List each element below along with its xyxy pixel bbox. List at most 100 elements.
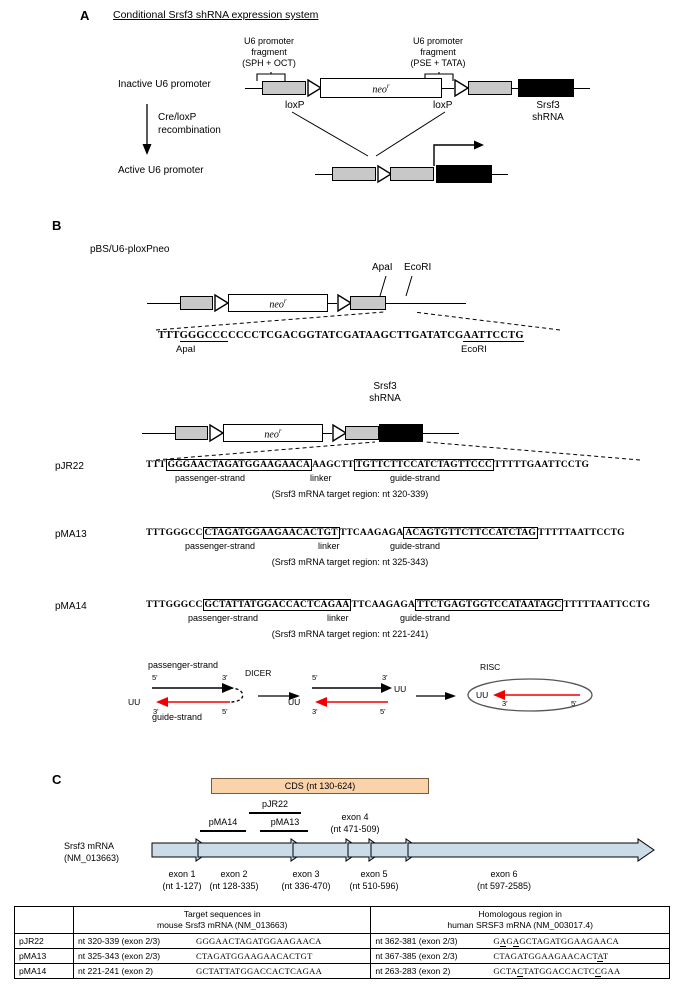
neo-label-b2: neo xyxy=(264,429,279,441)
recombination-arrow-icon xyxy=(142,104,152,155)
active-u6-promoter-label: Active U6 promoter xyxy=(118,165,204,176)
b1-backbone-mid xyxy=(328,303,337,304)
pma14-pre: TTTGGGCC xyxy=(146,600,203,610)
marker-bar-pma13 xyxy=(260,830,308,832)
active-u6-box-left xyxy=(332,167,376,181)
pjr22-post: TTTTTGAATTCCTG xyxy=(494,460,590,470)
mismatch-base: C xyxy=(517,966,524,977)
row1-plasmid: pMA13 xyxy=(14,948,74,964)
row0-human-pos: nt 362-381 (exon 2/3) xyxy=(370,933,490,949)
dicer-pathway-diagram: 5' 3' UU 3' 5' 5' 3' UU UU 3' 5' UU 3' 5… xyxy=(128,673,593,716)
row2-mouse-seq: GCTATTATGGACCACTCAGAA xyxy=(192,963,372,979)
u6-fragment-box-right xyxy=(468,81,512,95)
base-run: GAA xyxy=(601,966,621,976)
exon4-label-line2: (nt 471-509) xyxy=(330,824,380,834)
construct-name-pma14: pMA14 xyxy=(55,601,87,612)
active-loxp-triangle-icon xyxy=(377,164,393,184)
row1-mouse-pos: nt 325-343 (exon 2/3) xyxy=(73,948,192,964)
panel-a-title: Conditional Srsf3 shRNA expression syste… xyxy=(113,9,319,21)
pma13-guide: ACAGTGTTCTTCCATCTAG xyxy=(403,527,539,539)
exon1-range: (nt 1-127) xyxy=(162,881,202,891)
pjr22-linker: AAGCTT xyxy=(312,460,354,470)
backbone-line-right xyxy=(574,88,590,89)
header-mouse-line2: mouse Srsf3 mRNA (NM_013663) xyxy=(156,920,288,930)
exon5-name: exon 5 xyxy=(360,869,388,879)
mcs-ecori-label: EcoRI xyxy=(461,344,487,355)
b1-backbone-right xyxy=(386,303,466,304)
bracket-left-icon xyxy=(256,72,286,81)
b1-u6-box-left xyxy=(180,296,213,310)
svg-text:3': 3' xyxy=(502,699,508,708)
base-run: GCTAGATGGAAGAACA xyxy=(519,936,619,946)
cre-loxp-label-line1: Cre/loxP xyxy=(158,112,197,123)
neo-sup-b1: r xyxy=(283,297,287,305)
header-human-line1: Homologous region in xyxy=(478,909,562,919)
pma13-target-region: (Srsf3 mRNA target region: nt 325-343) xyxy=(271,557,429,567)
neo-box-a: neor xyxy=(320,78,442,98)
u6-fragment-left-line2: fragment xyxy=(251,47,287,57)
table-row: pJR22 nt 320-339 (exon 2/3) GGGAACTAGATG… xyxy=(14,933,671,949)
active-backbone-left xyxy=(315,174,333,175)
row2-plasmid: pMA14 xyxy=(14,963,74,979)
pma13-passenger-label: passenger-strand xyxy=(185,541,256,551)
backbone-line-mid2 xyxy=(512,88,518,89)
mcs-part-2: CCCCTCGACGGTATCGATAAGCTTGATATCG xyxy=(228,330,464,341)
active-backbone-right xyxy=(492,174,508,175)
pma14-post: TTTTTAATTCCTG xyxy=(563,600,651,610)
base-run: CTAGATGGAAGAACACTGT xyxy=(196,951,313,961)
b2-expansion-lines xyxy=(155,441,641,461)
table-row: pMA13 nt 325-343 (exon 2/3) CTAGATGGAAGA… xyxy=(14,948,671,964)
ecori-site-label: EcoRI xyxy=(404,262,432,273)
b1-expansion-lines xyxy=(155,311,561,331)
table-row: pMA14 nt 221-241 (exon 2) GCTATTATGGACCA… xyxy=(14,963,671,979)
pjr22-guide-label: guide-strand xyxy=(390,473,441,483)
mismatch-base: C xyxy=(594,966,601,977)
row1-human-seq: CTAGATGGAAGAACACTAT xyxy=(489,948,671,964)
inactive-u6-promoter-label: Inactive U6 promoter xyxy=(118,79,211,90)
marker-label-pma13: pMA13 xyxy=(270,817,300,827)
plasmid-name-label: pBS/U6-ploxPneo xyxy=(90,244,170,255)
mismatch-base: A xyxy=(499,936,507,947)
homology-table: Target sequences in mouse Srsf3 mRNA (NM… xyxy=(14,906,671,979)
svg-text:5': 5' xyxy=(380,707,386,716)
b2-u6-box-left xyxy=(175,426,208,440)
svg-text:3': 3' xyxy=(312,707,318,716)
row0-human-seq: GAGAGCTAGATGGAAGAACA xyxy=(489,933,671,949)
loxp-triangle-right-icon xyxy=(454,78,470,98)
base-run: TATGGACCACTC xyxy=(523,966,595,976)
svg-text:5': 5' xyxy=(571,699,577,708)
u6-fragment-box-left xyxy=(262,81,306,95)
panel-c-letter: C xyxy=(52,772,62,787)
pma14-guide-label: guide-strand xyxy=(400,613,451,623)
backbone-line-mid xyxy=(442,88,454,89)
b2-loxp-triangle-right-icon xyxy=(332,423,348,443)
b2-shrna-box xyxy=(379,424,423,442)
pjr22-passenger-label: passenger-strand xyxy=(175,473,246,483)
base-run: G xyxy=(506,936,513,946)
svg-text:5': 5' xyxy=(152,673,158,682)
svg-text:5': 5' xyxy=(222,707,228,716)
row0-plasmid: pJR22 xyxy=(14,933,74,949)
exon2-range: (nt 128-335) xyxy=(209,881,259,891)
cre-loxp-label-line2: recombination xyxy=(158,125,221,136)
recombination-converge-lines xyxy=(291,111,446,157)
neo-label-a: neo xyxy=(372,84,387,96)
cds-bar: CDS (nt 130-624) xyxy=(211,778,429,794)
pma14-target-region: (Srsf3 mRNA target region: nt 221-241) xyxy=(271,629,429,639)
mcs-part-apal: GGGCCC xyxy=(179,330,229,342)
u6-fragment-left-line1: U6 promoter xyxy=(243,36,295,46)
srsf3-shrna-box-a xyxy=(518,79,574,97)
bracket-right-icon xyxy=(424,72,454,81)
panel-b-letter: B xyxy=(52,218,62,233)
loxp-label-right: loxP xyxy=(433,100,453,111)
pma14-guide: TTCTGAGTGGTCCATAATAGC xyxy=(415,599,564,611)
pma14-linker-label: linker xyxy=(327,613,349,623)
b2-backbone-right xyxy=(423,433,459,434)
neo-sup-b2: r xyxy=(278,427,282,435)
pma13-post: TTTTTAATTCCTG xyxy=(538,528,625,538)
u6-fragment-left-line3: (SPH + OCT) xyxy=(242,58,296,68)
apal-site-label: ApaI xyxy=(372,262,393,273)
dicer-enzyme-label: DICER xyxy=(245,668,272,678)
